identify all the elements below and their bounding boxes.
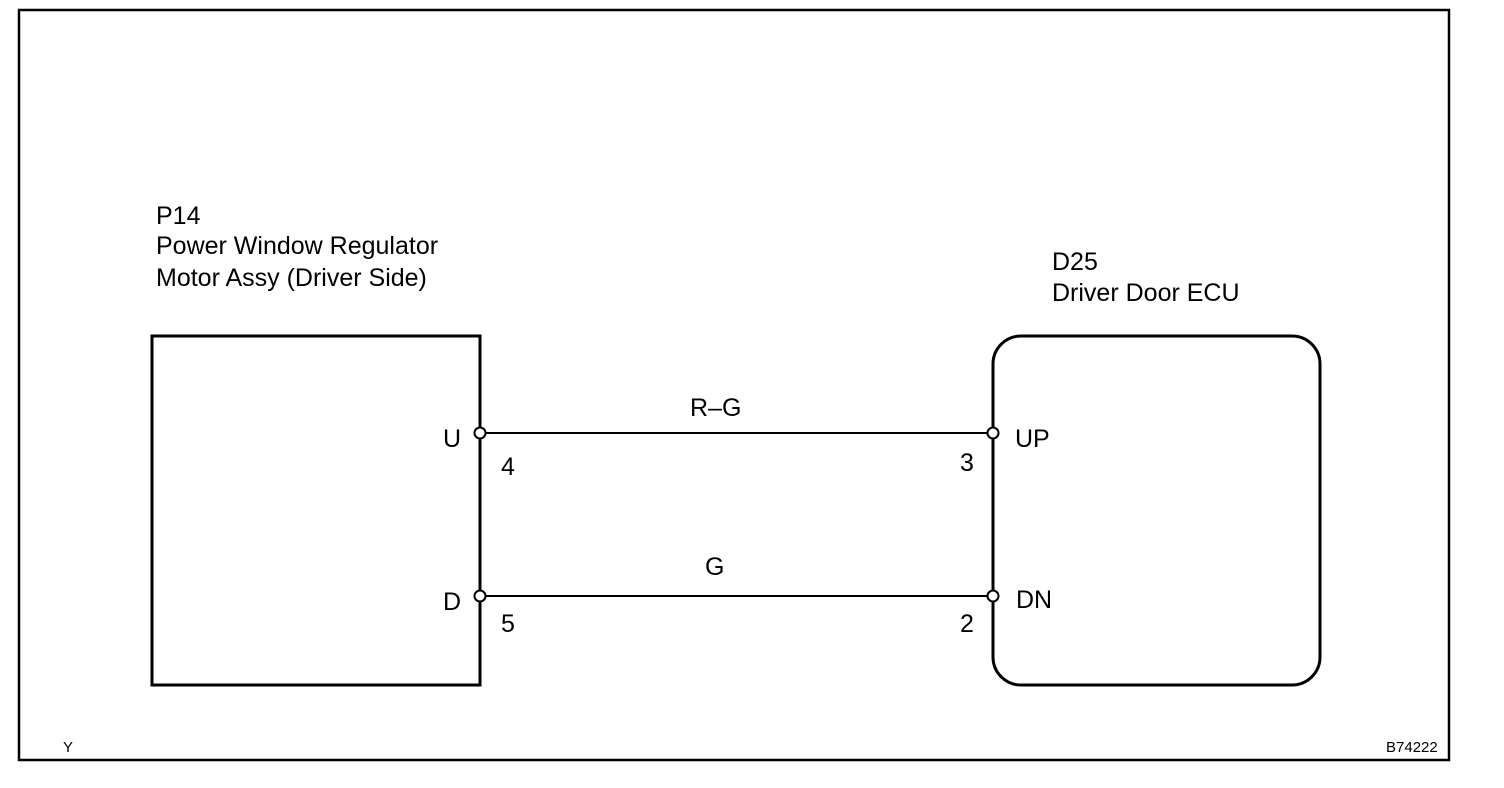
left-component-code: P14 bbox=[156, 202, 201, 230]
terminal-u-circle bbox=[473, 426, 487, 440]
pin-number-3: 3 bbox=[960, 449, 974, 477]
wire-color-r-g: R–G bbox=[690, 394, 742, 422]
right-component-code: D25 bbox=[1052, 248, 1098, 276]
pin-label-up: UP bbox=[1015, 425, 1050, 453]
motor-assy-box bbox=[150, 334, 482, 687]
terminal-up-circle bbox=[986, 426, 1000, 440]
footer-left-mark: Y bbox=[63, 739, 74, 756]
figure-id: B74222 bbox=[1386, 739, 1438, 756]
left-component-name-line2: Motor Assy (Driver Side) bbox=[156, 264, 427, 292]
terminal-d-circle bbox=[473, 589, 487, 603]
pin-label-u: U bbox=[443, 425, 462, 453]
terminal-dn-circle bbox=[986, 589, 1000, 603]
pin-number-2: 2 bbox=[960, 610, 974, 638]
left-component-name-line1: Power Window Regulator bbox=[156, 232, 439, 260]
pin-label-d: D bbox=[443, 588, 462, 616]
pin-number-5: 5 bbox=[501, 610, 515, 638]
pin-label-dn: DN bbox=[1016, 586, 1053, 614]
wire-color-g: G bbox=[705, 553, 725, 581]
diagram-frame bbox=[17, 8, 1451, 762]
driver-door-ecu-box bbox=[991, 334, 1322, 687]
pin-number-4: 4 bbox=[501, 453, 515, 481]
right-component-name: Driver Door ECU bbox=[1052, 279, 1240, 307]
